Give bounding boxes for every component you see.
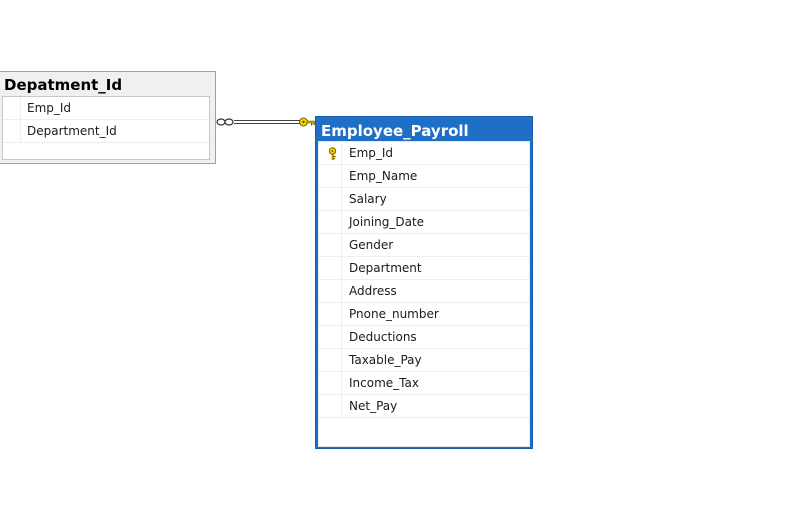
column-row[interactable]: Deductions [319,326,529,349]
primary-key-icon [328,147,337,160]
column-name: Emp_Id [27,101,72,115]
column-row[interactable]: Emp_Name [319,165,529,188]
column-grid: Emp_Id Emp_Name Salary Joining_Date Gend… [318,141,530,447]
column-name: Department [349,261,422,275]
key-icon [299,117,316,127]
column-name: Income_Tax [349,376,419,390]
row-selector[interactable] [319,142,342,164]
column-name: Gender [349,238,394,252]
row-selector[interactable] [3,97,21,119]
column-name: Emp_Id [349,146,394,160]
column-row[interactable]: Taxable_Pay [319,349,529,372]
column-row[interactable]: Pnone_number [319,303,529,326]
column-row[interactable]: Department_Id [3,120,209,143]
row-selector[interactable] [319,303,342,325]
column-row[interactable]: Joining_Date [319,211,529,234]
column-name: Joining_Date [349,215,425,229]
column-name: Department_Id [27,124,117,138]
column-row[interactable]: Net_Pay [319,395,529,418]
row-selector[interactable] [319,211,342,233]
column-row[interactable]: Income_Tax [319,372,529,395]
column-row[interactable]: Salary [319,188,529,211]
row-selector[interactable] [319,349,342,371]
column-name: Net_Pay [349,399,398,413]
row-selector[interactable] [319,165,342,187]
column-row[interactable]: Gender [319,234,529,257]
column-name: Address [349,284,397,298]
column-name: Emp_Name [349,169,418,183]
table-depatment-id[interactable]: Depatment_Id Emp_Id Department_Id [0,71,216,164]
row-selector[interactable] [319,372,342,394]
column-row[interactable]: Address [319,280,529,303]
row-selector[interactable] [319,188,342,210]
column-name: Salary [349,192,387,206]
row-selector[interactable] [319,257,342,279]
column-name: Deductions [349,330,417,344]
column-name: Pnone_number [349,307,439,321]
row-selector[interactable] [319,234,342,256]
column-row[interactable]: Emp_Id [319,142,529,165]
row-selector[interactable] [319,280,342,302]
column-grid: Emp_Id Department_Id [2,96,210,160]
column-name: Taxable_Pay [349,353,422,367]
table-title[interactable]: Employee_Payroll [321,122,469,140]
infinity-icon [216,118,234,126]
row-selector[interactable] [319,326,342,348]
column-row[interactable]: Department [319,257,529,280]
row-selector[interactable] [319,395,342,417]
column-row[interactable]: Emp_Id [3,97,209,120]
row-selector[interactable] [3,120,21,142]
table-employee-payroll[interactable]: Employee_Payroll Emp_Id Emp_Name Sal [315,116,533,449]
table-title[interactable]: Depatment_Id [4,76,123,94]
